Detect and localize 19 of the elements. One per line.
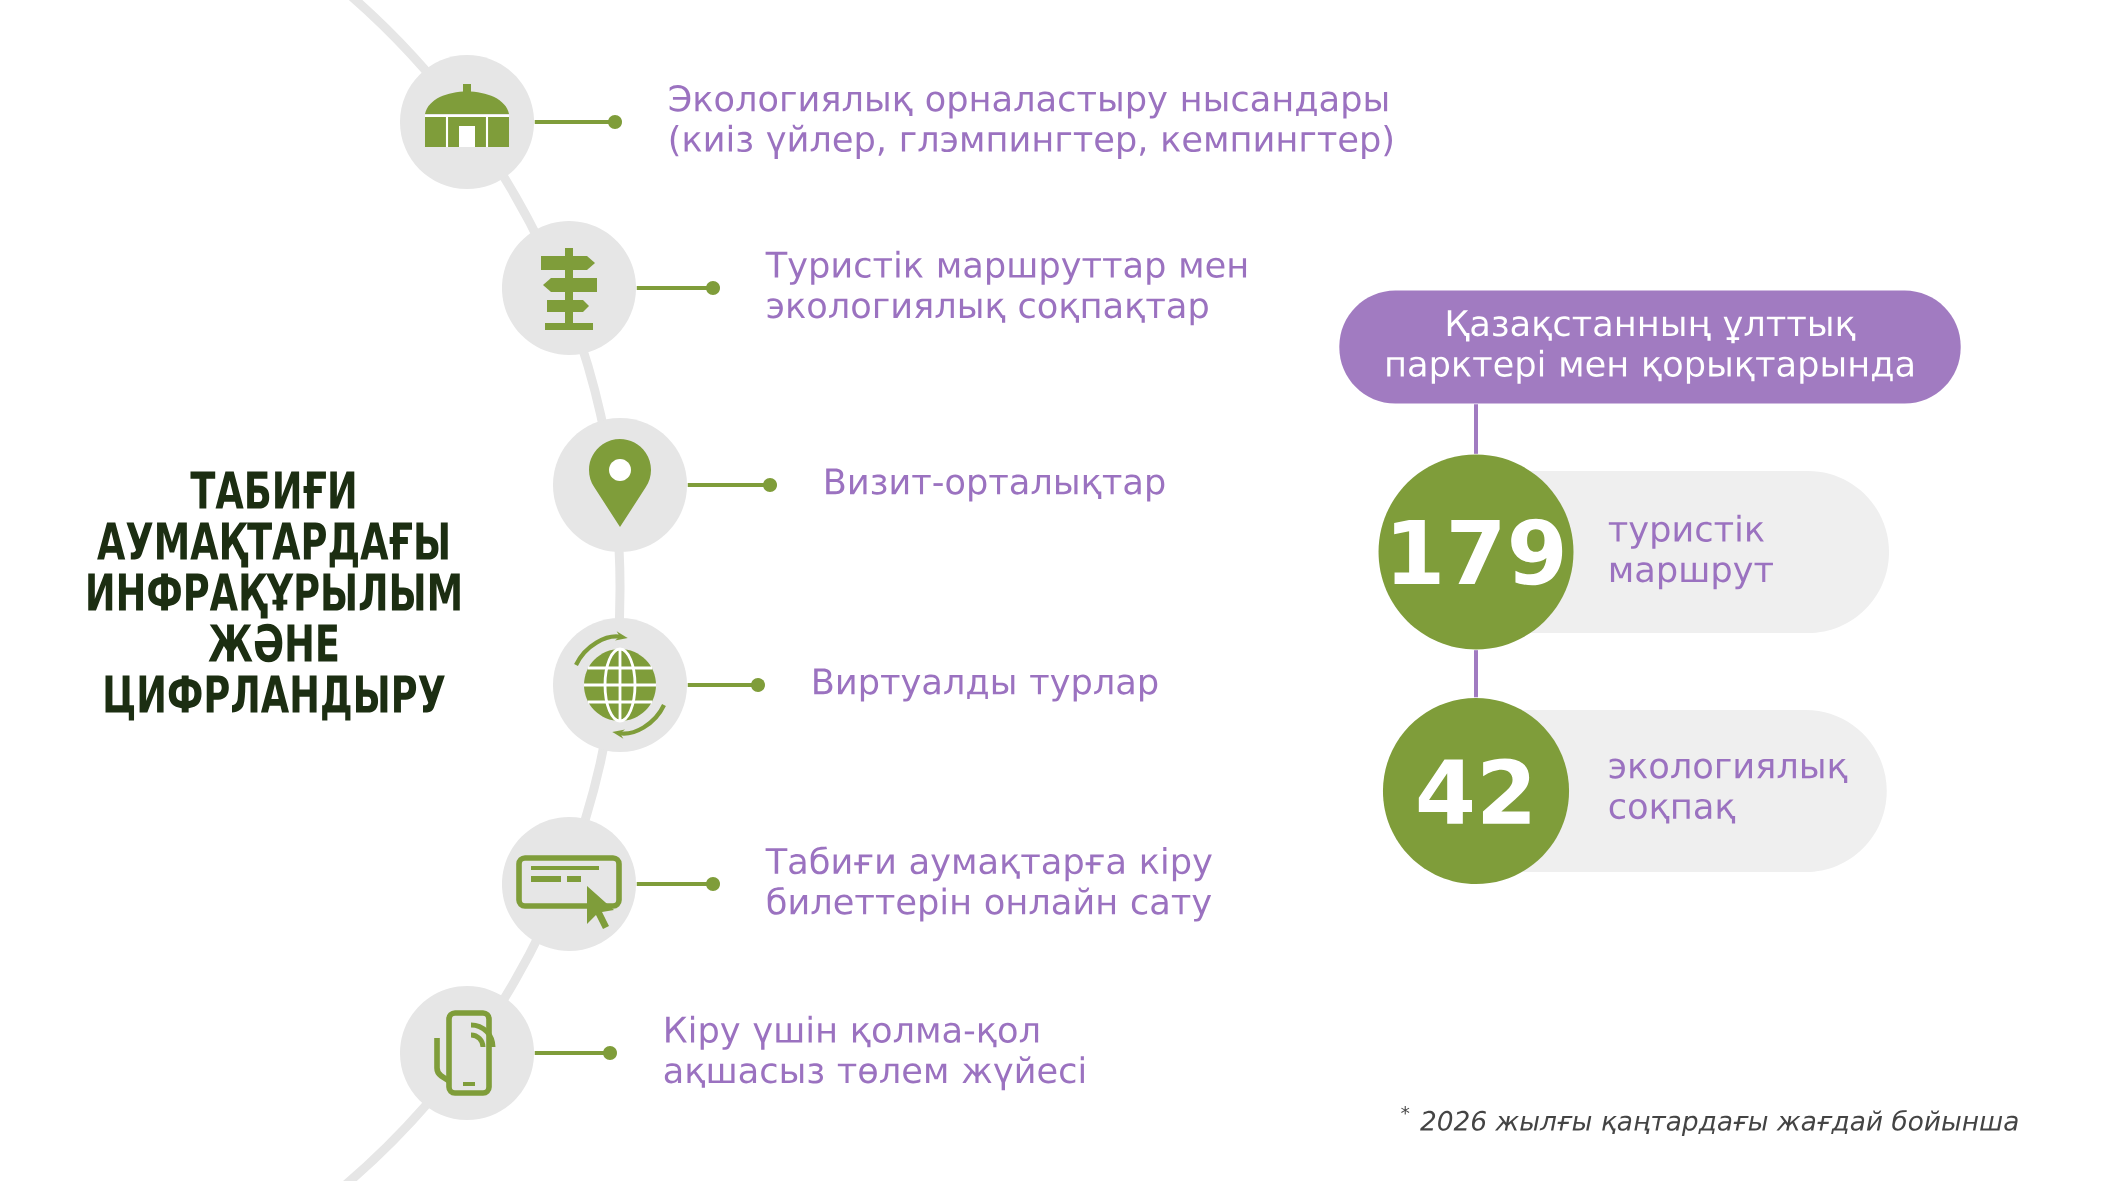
item-label: Виртуалды турлар: [814, 668, 1158, 702]
item-label: Визит-орталықтар: [826, 468, 1165, 502]
header-pill: Қазақстанның ұлттық парктері мен қорықтарында: [1339, 290, 1961, 404]
connector-line: [687, 478, 777, 492]
icon-circle: [399, 985, 535, 1121]
item-label: Кіру үшін қолма-қол ақшасыз төлем жүйесі: [664, 1015, 1084, 1091]
item-label: Табиғи аумақтарға кіру билеттерін онлайн сату: [765, 846, 1212, 922]
connector-line: [1474, 404, 1478, 454]
connector-line: [1474, 650, 1478, 698]
item-label: Экологиялық орналастыру нысандары (киіз үйлер, глэмпингтер, кемпингтер): [669, 85, 1392, 159]
connector-line: [534, 115, 622, 129]
connector-line: [687, 678, 765, 692]
connector-line: [636, 281, 720, 295]
title: ТАБИҒИ АУМАҚТАРДАҒЫ ИНФРАҚҰРЫЛЫМ ЖӘНЕ ЦИФРЛАНДЫРУ: [88, 471, 460, 721]
item-label: Туристік маршруттар мен экологиялық соқпақтар: [765, 250, 1247, 326]
icon-circle: [501, 816, 637, 952]
connector-line: [534, 1046, 617, 1060]
footnote: $^{*}$ 2026 жылғы қаңтардағы жағдай бойынша: [1401, 1106, 2018, 1136]
connector-line: [636, 877, 720, 891]
